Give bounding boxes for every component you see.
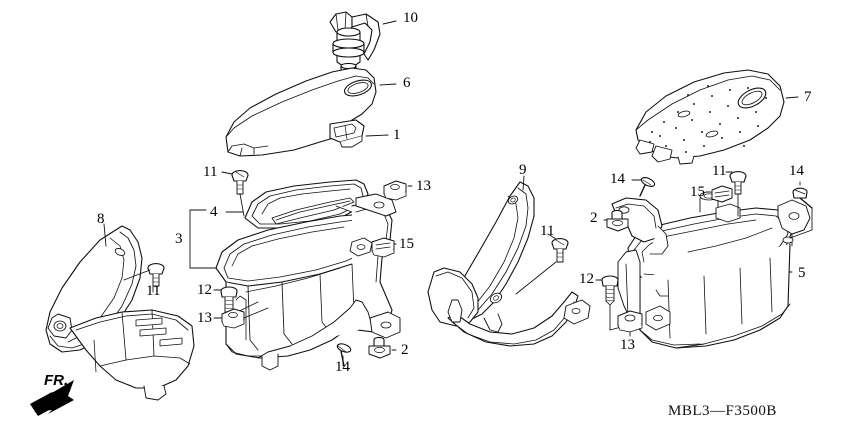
callout-10: 10 xyxy=(403,10,418,26)
callout-11-d: 11 xyxy=(712,163,727,179)
callout-15-a: 15 xyxy=(399,236,414,252)
callout-15-b: 15 xyxy=(690,184,705,200)
callout-4: 4 xyxy=(210,204,218,220)
fastener-12-screw-b xyxy=(601,275,619,306)
callout-11-c: 11 xyxy=(146,283,161,299)
leader-6 xyxy=(379,83,397,86)
callout-12-b: 12 xyxy=(579,271,594,287)
fastener-11-screw-c xyxy=(147,263,165,287)
fr-direction-label: FR. xyxy=(44,372,69,389)
part-7-textured-cover xyxy=(635,69,785,165)
callout-14-b: 14 xyxy=(610,171,625,187)
callout-13-a: 13 xyxy=(416,178,431,194)
leader-9 xyxy=(522,175,525,191)
leader-7 xyxy=(785,96,799,99)
leader-1 xyxy=(365,134,389,137)
part-1-clip xyxy=(329,119,365,148)
callout-14-c: 14 xyxy=(789,163,804,179)
callout-14-a: 14 xyxy=(335,359,350,375)
callout-12-a: 12 xyxy=(197,282,212,298)
fastener-2-nut-b xyxy=(606,209,629,232)
fastener-14-screw-c xyxy=(792,187,813,209)
callout-11-b: 11 xyxy=(540,223,555,239)
fastener-15-clip-b xyxy=(711,185,733,203)
part-4-lid-frame xyxy=(244,179,369,229)
callout-11-a: 11 xyxy=(203,164,218,180)
part-3-center-storage-box xyxy=(215,193,401,371)
fastener-13-clip-b xyxy=(221,308,245,329)
leader-8 xyxy=(103,223,107,247)
fastener-11-screw-d xyxy=(729,171,747,195)
fr-direction-arrow xyxy=(30,380,74,416)
fastener-14-screw-a xyxy=(336,343,352,367)
fastener-13-clip-a xyxy=(383,180,407,201)
callout-1: 1 xyxy=(393,127,401,143)
callout-8: 8 xyxy=(97,211,105,227)
leader-10 xyxy=(382,20,397,25)
callout-7: 7 xyxy=(804,89,812,105)
callout-13-b: 13 xyxy=(197,310,212,326)
callout-2-a: 2 xyxy=(401,342,409,358)
callout-6: 6 xyxy=(403,75,411,91)
callout-2-b: 2 xyxy=(590,210,598,226)
fastener-13-clip-c xyxy=(617,310,643,333)
part-8-left-side-panel xyxy=(45,225,195,401)
callout-3: 3 xyxy=(175,231,183,247)
callout-5: 5 xyxy=(798,265,806,281)
fastener-11-screw-b xyxy=(551,238,569,263)
fastener-14-screw-b xyxy=(639,177,656,197)
part-9-right-side-panel xyxy=(427,181,591,347)
fastener-11-screw-a xyxy=(231,170,249,195)
fastener-2-nut-a xyxy=(368,336,391,359)
diagram-part-number: MBL3—F3500B xyxy=(668,403,777,419)
callout-9: 9 xyxy=(519,162,527,178)
fastener-15-clip-a xyxy=(371,237,395,258)
callout-13-c: 13 xyxy=(620,337,635,353)
part-10-lock-cylinder xyxy=(329,11,381,75)
